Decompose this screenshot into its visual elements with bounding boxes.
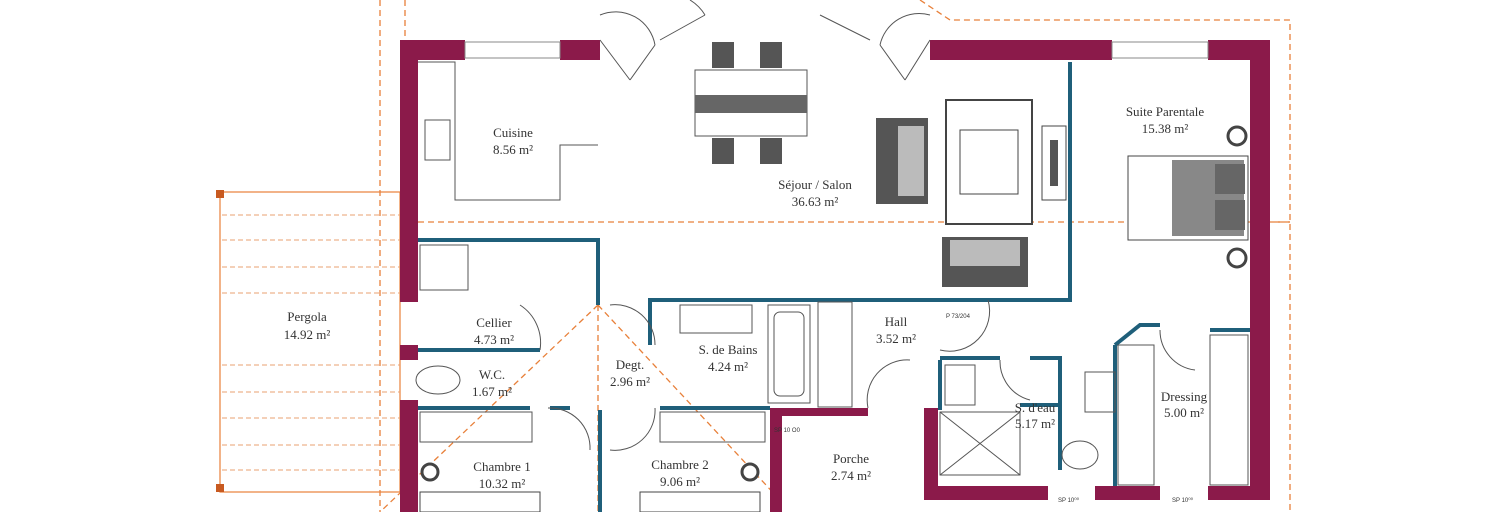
rug (945, 99, 1033, 225)
room-label-suite: Suite Parentale 15.38 m² (1126, 104, 1205, 136)
bedroom-beds (419, 462, 761, 512)
svg-text:2.74 m²: 2.74 m² (831, 468, 871, 483)
svg-text:4.73 m²: 4.73 m² (474, 332, 514, 347)
room-label-hall: Hall 3.52 m² (876, 314, 916, 346)
dining-table (694, 42, 808, 164)
sofa (876, 118, 1028, 287)
svg-text:14.92 m²: 14.92 m² (284, 327, 331, 342)
svg-text:36.63 m²: 36.63 m² (792, 194, 839, 209)
svg-text:Hall: Hall (885, 314, 908, 329)
svg-text:3.52 m²: 3.52 m² (876, 331, 916, 346)
svg-text:10.32 m²: 10.32 m² (479, 476, 526, 491)
svg-text:Chambre 2: Chambre 2 (651, 457, 708, 472)
room-label-cuisine: Cuisine 8.56 m² (493, 125, 533, 157)
svg-text:S. de Bains: S. de Bains (699, 342, 758, 357)
svg-text:Suite Parentale: Suite Parentale (1126, 104, 1205, 119)
svg-text:Porche: Porche (833, 451, 869, 466)
room-label-chambre1: Chambre 1 10.32 m² (473, 459, 530, 491)
kitchen-counter (418, 61, 598, 291)
door-annotation: SP 10 O0 (774, 428, 801, 434)
svg-text:4.24 m²: 4.24 m² (708, 359, 748, 374)
svg-text:15.38 m²: 15.38 m² (1142, 121, 1189, 136)
master-bed (1127, 125, 1249, 269)
tv-unit (1041, 125, 1067, 201)
svg-text:8.56 m²: 8.56 m² (493, 142, 533, 157)
svg-text:Séjour / Salon: Séjour / Salon (778, 177, 852, 192)
room-label-porche: Porche 2.74 m² (831, 451, 871, 483)
svg-text:Chambre 1: Chambre 1 (473, 459, 530, 474)
svg-text:Dressing: Dressing (1161, 389, 1208, 404)
svg-text:Cuisine: Cuisine (493, 125, 533, 140)
room-label-dressing: Dressing 5.00 m² (1161, 389, 1208, 420)
window-annotation: SP 10⁰⁰ (1172, 497, 1194, 504)
svg-text:2.96 m²: 2.96 m² (610, 374, 650, 389)
room-label-sdeau: S. d'eau 5.17 m² (1015, 400, 1056, 431)
room-label-sejour: Séjour / Salon 36.63 m² (778, 177, 852, 209)
room-label-sdb: S. de Bains 4.24 m² (699, 342, 758, 374)
pergola (216, 190, 401, 493)
room-label-wc: W.C. 1.67 m² (472, 367, 512, 399)
window-annotation: SP 10⁰⁰ (1058, 497, 1080, 504)
svg-text:5.17 m²: 5.17 m² (1015, 416, 1055, 431)
door-annotation: P 73/204 (946, 314, 971, 320)
room-label-cellier: Cellier 4.73 m² (474, 315, 514, 347)
svg-text:1.67 m²: 1.67 m² (472, 384, 512, 399)
svg-text:W.C.: W.C. (479, 367, 505, 382)
room-label-chambre2: Chambre 2 9.06 m² (651, 457, 708, 489)
svg-text:Cellier: Cellier (476, 315, 512, 330)
bathroom-fixtures (415, 304, 1116, 476)
interior-walls (418, 62, 1250, 512)
svg-text:Degt.: Degt. (616, 357, 645, 372)
interior-doors (519, 299, 1196, 451)
svg-text:9.06 m²: 9.06 m² (660, 474, 700, 489)
exterior-walls (400, 40, 1270, 512)
svg-text:S. d'eau: S. d'eau (1015, 400, 1056, 415)
wardrobes (419, 301, 1249, 486)
svg-text:5.00 m²: 5.00 m² (1164, 405, 1204, 420)
room-label-pergola: Pergola 14.92 m² (284, 309, 331, 342)
svg-text:Pergola: Pergola (287, 309, 327, 324)
terrace-doors (599, 0, 931, 81)
room-label-degt: Degt. 2.96 m² (610, 357, 650, 389)
